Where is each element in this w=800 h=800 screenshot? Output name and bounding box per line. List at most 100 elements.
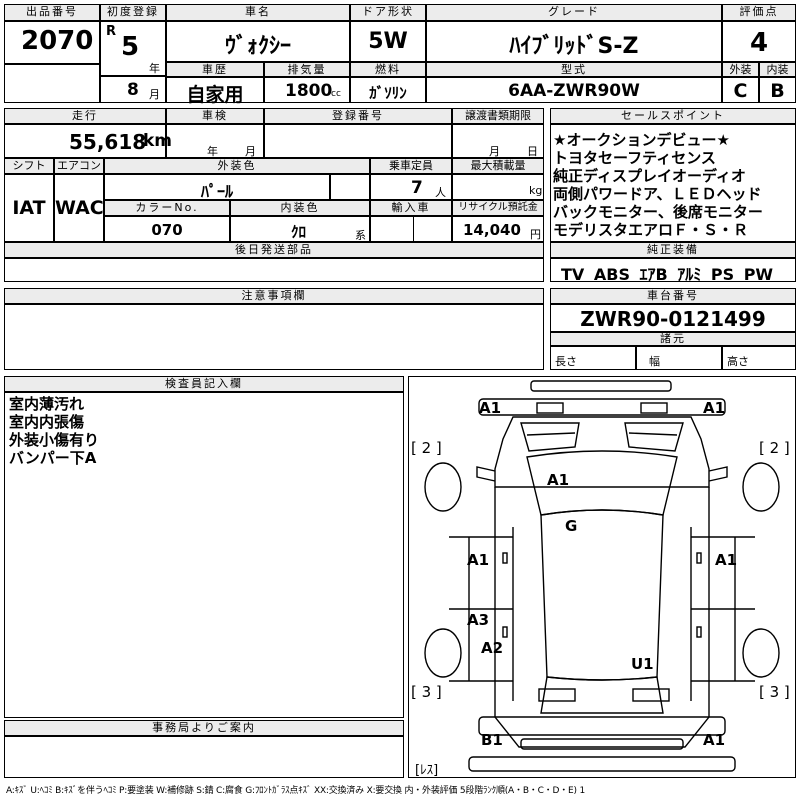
name-box: ｳﾞｫｸｼｰ [166,21,350,62]
damage-mark: A2 [481,639,504,657]
color: ﾊﾟｰﾙ [200,182,233,201]
height-label: 高さ [727,355,749,368]
height-box: 高さ [722,346,796,370]
ext-box: C [722,77,759,103]
recycle-label: リサイクル預託金 [452,200,544,216]
color-box: ﾊﾟｰﾙ [104,174,330,201]
sales-line: 純正ディスプレイオーディオ [553,167,746,185]
colorno-label: カラーNo. [104,200,230,216]
insp-year: 年 [207,145,218,158]
tr-day: 日 [527,145,538,158]
bracket-label: [ﾚｽ] [415,763,439,778]
transfer-label: 譲渡書類期限 [452,108,544,124]
int-label: 内装 [759,62,796,77]
regno-label: 登録番号 [264,108,452,124]
model: 6AA-ZWR90W [508,81,640,101]
load-unit: kg [529,184,543,197]
name-label: 車名 [166,4,350,21]
intcolor-label: 内装色 [230,200,370,216]
inspector-box: 室内薄汚れ 室内内張傷 外装小傷有り バンパー下A [4,392,404,718]
lot-box: 2070 [4,21,100,64]
damage-mark: A1 [715,551,738,569]
damage-mark: A1 [547,471,570,489]
damage-diagram: A1 A1 A1 G A1 A1 A3 A2 U1 B1 A1 [ 2 ] [ … [408,376,796,778]
mileage-box: 55,618 km [4,124,172,158]
regno-box [264,124,452,158]
score: 4 [749,28,769,58]
capacity: 7 [411,178,423,198]
damage-mark: B1 [481,731,503,749]
grade-label: グレード [426,4,722,21]
year-unit: 年 [149,62,160,75]
month-unit: 月 [149,88,160,101]
tr-month: 月 [489,145,500,158]
model-box: 6AA-ZWR90W [426,77,722,103]
bracket-label: [ 3 ] [759,683,790,701]
era: R [106,24,117,39]
width-box: 幅 [636,346,722,370]
car-name: ｳﾞｫｸｼｰ [224,34,291,59]
bracket-label: [ 2 ] [411,439,442,457]
int-grade: B [770,80,785,102]
grade: ﾊｲﾌﾞﾘｯﾄﾞS-Z [509,34,639,59]
mileage-label: 走行 [4,108,166,124]
fuel-box: ｶﾞｿﾘﾝ [350,77,426,103]
recycle-unit: 円 [530,228,541,241]
history-label: 車歴 [166,62,264,77]
displacement: 1800 [285,81,333,101]
colorno-box: 070 [104,216,230,242]
ext-label: 外装 [722,62,759,77]
grade-box: ﾊｲﾌﾞﾘｯﾄﾞS-Z [426,21,722,62]
colorno: 070 [151,221,183,239]
history-box: 自家用 [166,77,264,106]
ac-label: エアコン [54,158,104,174]
lot-label: 出品番号 [4,4,100,21]
sales-line: モデリスタエアロＦ・Ｓ・Ｒ [553,221,749,239]
later-box [4,258,544,282]
width-label: 幅 [649,355,660,368]
int-box: B [759,77,796,103]
chassis-box: ZWR90-0121499 [550,304,796,332]
sales-line: ★オークションデビュー★ [553,131,730,149]
shift-box: IAT [4,174,54,242]
later-label: 後日発送部品 [4,242,544,258]
shift: IAT [12,197,46,219]
sales-label: セールスポイント [550,108,796,124]
damage-mark: G [565,517,578,535]
bracket-label: [ 2 ] [759,439,790,457]
intcolor-box: ｸﾛ 系 [230,216,370,242]
capacity-unit: 人 [435,186,446,199]
inspection-label: 車検 [166,108,264,124]
damage-mark: A1 [703,399,726,417]
legend: A:ｷｽﾞ U:ﾍｺﾐ B:ｷｽﾞを伴うﾍｺﾐ P:要塗装 W:補修跡 S:錆 … [6,786,585,796]
ac-box: WAC [54,174,104,242]
disp-unit: cc [331,89,341,99]
damage-mark: U1 [631,655,654,673]
fuel-label: 燃料 [350,62,426,77]
sales-line: 両側パワードア、ＬＥＤヘッド [553,185,762,203]
damage-mark: A3 [467,611,490,629]
equipment: TV ABS ｴｱB ｱﾙﾐ PS PW [561,265,774,284]
inspector-line: バンパー下A [9,449,97,467]
inspector-line: 室内薄汚れ [9,395,85,413]
inspector-line: 外装小傷有り [9,431,100,449]
bracket-label: [ 3 ] [411,683,442,701]
disp-box: 1800 cc [264,77,350,103]
import-box [370,216,452,242]
length-label: 長さ [555,355,577,368]
recycle-box: 14,040 円 [452,216,544,242]
length-box: 長さ [550,346,636,370]
ac: WAC [55,197,104,219]
mileage-unit: km [143,131,173,151]
car-outline [424,380,780,772]
disp-label: 排気量 [264,62,350,77]
lot-blank [4,64,100,103]
door: 5W [368,29,408,54]
color-sub [330,174,370,200]
fuel: ｶﾞｿﾘﾝ [369,84,407,102]
sales-line: バックモニター、後席モニター [553,203,763,221]
damage-mark: A1 [479,399,502,417]
transfer-box: 月 日 [452,124,544,158]
load-label: 最大積載量 [452,158,544,174]
history: 自家用 [186,84,244,106]
